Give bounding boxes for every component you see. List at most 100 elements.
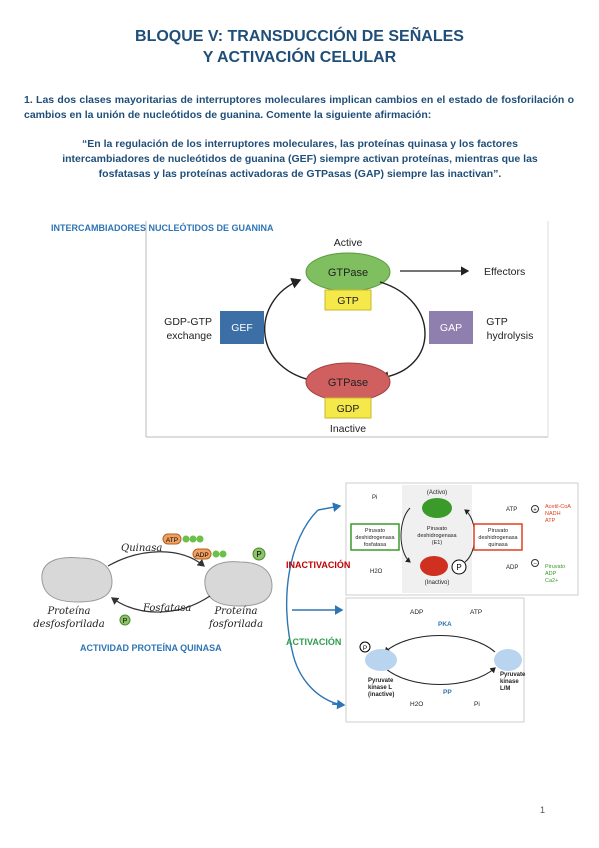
gef-label: GEF	[231, 322, 253, 334]
pk-atp: ATP	[470, 609, 482, 616]
phos-protein-line1: Proteína	[213, 606, 257, 617]
released-phosphate	[119, 614, 131, 626]
kinase-section-label: ACTIVIDAD PROTEÍNA QUINASA	[80, 643, 222, 653]
pdh-pi: Pi	[372, 495, 377, 501]
pdh-minus: −	[533, 562, 537, 568]
pdh-atp: ATP	[506, 507, 517, 513]
pdh-active-enzyme	[422, 498, 452, 518]
atp-phosphate-1	[182, 535, 190, 543]
pdh-phosphatase-l2: deshidrogenasa	[355, 535, 395, 541]
pk-left-l2: kinase L	[368, 685, 392, 691]
pdh-inhibitor-3: Ca2+	[545, 578, 558, 584]
gap-label: GAP	[440, 322, 462, 334]
title-line-2: Y ACTIVACIÓN CELULAR	[202, 49, 397, 66]
pdh-phosphatase-box	[350, 523, 400, 551]
adp-pill-label: ADP	[195, 552, 208, 559]
pk-adp: ADP	[410, 609, 423, 616]
inactivacion-label: INACTIVACIÓN	[286, 560, 351, 570]
pk-phosphate-label: P	[363, 645, 367, 652]
pk-left-l3: (inactive)	[368, 692, 394, 698]
gdp-gtp-label: GDP-GTP	[164, 316, 212, 328]
pk-active-enzyme	[494, 649, 522, 671]
pdh-kinase-box	[473, 523, 523, 551]
pk-inactive-enzyme	[365, 649, 397, 671]
gtp-hydrolysis-label-2: hydrolysis	[487, 330, 534, 342]
dephosphorylated-protein	[41, 557, 113, 603]
pdh-minus-circle	[531, 559, 539, 567]
pdh-activator-2: NADH	[545, 511, 561, 517]
gef-cycle-arrow	[264, 277, 321, 383]
fosfatasa-label: Fosfatasa	[142, 603, 191, 614]
branch-arrow-top	[317, 502, 342, 513]
gtp-label: GTP	[337, 295, 359, 307]
activacion-label: ACTIVACIÓN	[286, 637, 342, 647]
pdh-phosphate	[451, 559, 467, 575]
gap-box	[429, 311, 473, 344]
phos-protein-line2: fosforilada	[208, 619, 263, 630]
pdh-h2o: H2O	[370, 569, 383, 575]
gtp-hydrolysis-label-1: GTP	[486, 316, 508, 328]
question-quote: “En la regulación de los interruptores m…	[62, 138, 538, 180]
gdp-box	[324, 397, 372, 419]
pdh-plus: +	[533, 508, 537, 514]
dephos-protein-line2: desfosforilada	[33, 619, 105, 630]
pk-right-l3: L/M	[500, 686, 510, 692]
title-line-1: BLOQUE V: TRANSDUCCIÓN DE SEÑALES	[135, 28, 464, 45]
question-text: 1. Las dos clases mayoritarias de interr…	[24, 94, 574, 121]
pk-phosphate	[359, 641, 371, 653]
pk-h2o: H2O	[410, 701, 423, 708]
atp-pill-label: ATP	[166, 537, 178, 544]
gef-box	[220, 311, 264, 344]
pk-pka: PKA	[438, 621, 452, 628]
branch-arrow-bottom	[331, 699, 346, 710]
gdp-label: GDP	[337, 403, 360, 415]
active-label: Active	[334, 237, 363, 249]
pk-right-l1: Pyruvate	[500, 672, 526, 678]
exchange-label: exchange	[166, 330, 212, 342]
dephos-protein-line1: Proteína	[46, 606, 90, 617]
pdh-plus-circle	[531, 505, 539, 513]
pdh-phosphate-label: P	[456, 563, 461, 572]
pdh-center-l2: deshidrogenasa	[417, 533, 457, 539]
pdh-adp: ADP	[506, 565, 518, 571]
page-number: 1	[540, 805, 546, 815]
phosphorylated-protein	[204, 561, 273, 607]
pdh-inactive-enzyme	[420, 556, 448, 576]
pdh-arc-top	[400, 507, 411, 563]
pk-pi: Pi	[474, 701, 480, 708]
adp-phosphate-1	[212, 550, 220, 558]
inactive-gtpase-label: GTPase	[328, 377, 368, 389]
adp-pill	[192, 548, 212, 560]
pdh-phosphatase-l1: Piruvato	[365, 528, 385, 534]
gtpase-section-label: INTERCAMBIADORES NUCLEÓTIDOS DE GUANINA	[51, 223, 274, 233]
pdh-inhibitor-1: Piruvato	[545, 564, 565, 570]
fosfatasa-arrow	[111, 595, 211, 613]
pdh-activo: (Activo)	[427, 490, 447, 496]
pdh-activator-1: Acetil-CoA	[545, 504, 571, 510]
released-phosphate-label: P	[123, 618, 128, 625]
pdh-kinase-l3: quinasa	[488, 542, 508, 548]
quinasa-arrow	[107, 551, 205, 567]
pdh-activator-3: ATP	[545, 518, 556, 524]
phosphate-label: P	[256, 550, 261, 559]
pk-arc-top	[384, 634, 496, 653]
branch-arrow	[285, 509, 343, 706]
pdh-center-l1: Piruvato	[427, 526, 447, 532]
page-title: BLOQUE V: TRANSDUCCIÓN DE SEÑALES Y ACTI…	[0, 26, 599, 68]
pk-right-l2: kinase	[500, 679, 519, 685]
atp-phosphate-3	[196, 535, 204, 543]
pdh-inhibitor-2: ADP	[545, 571, 557, 577]
active-gtpase-label: GTPase	[328, 267, 368, 279]
phosphate-on-protein	[252, 547, 266, 561]
pdh-phosphatase-l3: fosfatasa	[364, 542, 387, 548]
pdh-center-l3: (E1)	[432, 540, 443, 546]
pdh-inactivo: (Inactivo)	[425, 580, 450, 586]
pk-pp: PP	[443, 689, 452, 696]
gap-cycle-arrow	[378, 281, 426, 383]
pk-arc-bottom	[384, 667, 496, 686]
quinasa-label: Quinasa	[121, 543, 162, 554]
gtp-box	[324, 289, 372, 311]
